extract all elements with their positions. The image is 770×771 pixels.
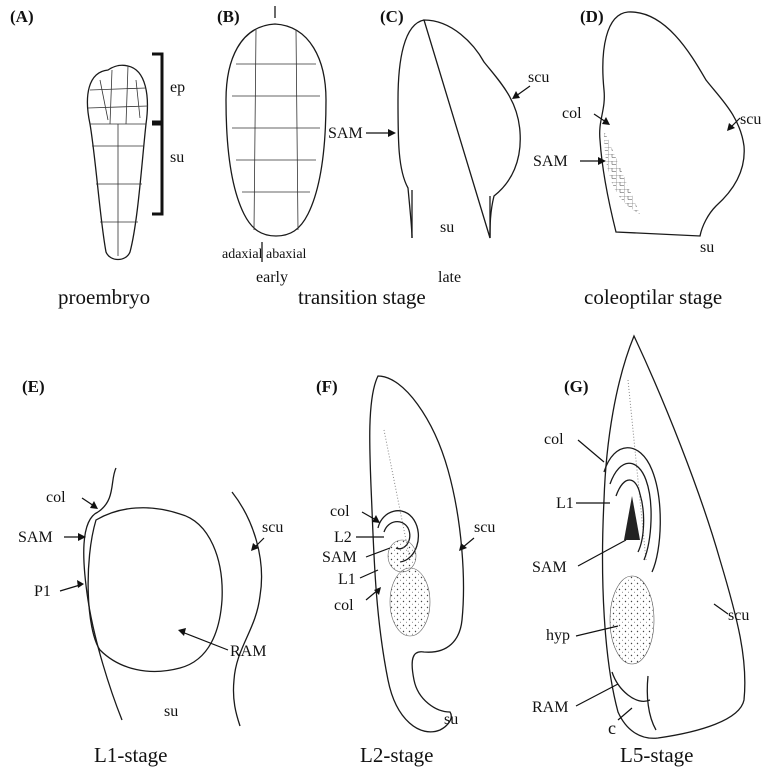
panel-b-letter: (B)	[217, 7, 240, 26]
l1-caption: L1-stage	[94, 743, 167, 767]
scu-label-g: scu	[728, 607, 749, 624]
sam-label-d: SAM	[533, 153, 568, 170]
su-label-e: su	[164, 703, 178, 720]
sam-label-c: SAM	[328, 125, 363, 142]
early-label: early	[256, 269, 288, 286]
panel-e-letter: (E)	[22, 377, 45, 396]
c-label: c	[608, 718, 616, 738]
panel-g: (G) col L1 SAM hyp RAM c scu L5-stage	[532, 336, 749, 767]
col-bottom-label-f: col	[334, 597, 354, 614]
coleoptilar-caption: coleoptilar stage	[584, 285, 722, 309]
col-label-e: col	[46, 489, 66, 506]
panel-f-letter: (F)	[316, 377, 338, 396]
scu-arrow-c	[516, 86, 530, 96]
late-transition-drawing	[398, 20, 520, 238]
ram-label-e: RAM	[230, 643, 266, 660]
p1-label: P1	[34, 583, 51, 600]
l2-stage-drawing	[370, 376, 464, 732]
panel-a: (A) ep su proembryo	[10, 7, 185, 309]
p1-arrow	[60, 585, 80, 591]
panel-c-letter: (C)	[380, 7, 404, 26]
transition-caption: transition stage	[298, 285, 426, 309]
panel-f: (F) col L2 SAM L1 col scu su L2-stage	[316, 376, 495, 767]
proembryo-drawing	[87, 65, 148, 259]
l2-label: L2	[334, 529, 352, 546]
su-label-f: su	[444, 711, 458, 728]
sam-label-f: SAM	[322, 549, 357, 566]
l5-stage-drawing	[603, 336, 745, 738]
panel-e: (E) col SAM P1 RAM scu su L1-stage	[18, 377, 283, 767]
col-top-label-f: col	[330, 503, 350, 520]
ep-bracket	[152, 54, 162, 122]
proembryo-caption: proembryo	[58, 285, 150, 309]
l2-caption: L2-stage	[360, 743, 433, 767]
l1-label-g: L1	[556, 495, 574, 512]
l1-label-f: L1	[338, 571, 356, 588]
panel-d: (D) col SAM scu su coleoptilar stage	[533, 7, 761, 309]
l5-caption: L5-stage	[620, 743, 693, 767]
col-label-g: col	[544, 431, 564, 448]
sam-label-e: SAM	[18, 529, 53, 546]
su-label-d: su	[700, 239, 714, 256]
panel-g-letter: (G)	[564, 377, 589, 396]
ram-arrow-e	[182, 632, 228, 650]
shoot-apex-mark	[624, 496, 640, 540]
panel-d-letter: (D)	[580, 7, 604, 26]
sam-label-g: SAM	[532, 559, 567, 576]
hypocotyl-region	[610, 576, 654, 664]
ram-label-g: RAM	[532, 699, 568, 716]
panel-b: (B) adaxial abaxial early	[217, 6, 326, 286]
su-label-a: su	[170, 149, 184, 166]
scu-label-f: scu	[474, 519, 495, 536]
abaxial-label: abaxial	[266, 247, 307, 262]
ep-label: ep	[170, 79, 185, 96]
col-arrow-g	[578, 440, 604, 462]
scu-label-d: scu	[740, 111, 761, 128]
su-bracket	[152, 124, 162, 214]
scu-label-c: scu	[528, 69, 549, 86]
col-label-d: col	[562, 105, 582, 122]
c-arrow	[618, 708, 632, 720]
early-transition-drawing	[226, 24, 326, 236]
sam-arrow-f	[366, 548, 390, 557]
scu-label-e: scu	[262, 519, 283, 536]
panel-a-letter: (A)	[10, 7, 34, 26]
l1-stage-drawing	[84, 468, 262, 726]
panel-c: (C) SAM scu su late transition stage	[298, 7, 549, 309]
ram-arrow-g	[576, 684, 618, 706]
hyp-label: hyp	[546, 627, 570, 644]
scu-arrow-g	[714, 604, 728, 614]
root-pole-region	[390, 568, 430, 636]
adaxial-label: adaxial	[222, 247, 263, 262]
late-label: late	[438, 269, 461, 286]
coleoptilar-drawing	[600, 12, 745, 236]
su-label-c: su	[440, 219, 454, 236]
